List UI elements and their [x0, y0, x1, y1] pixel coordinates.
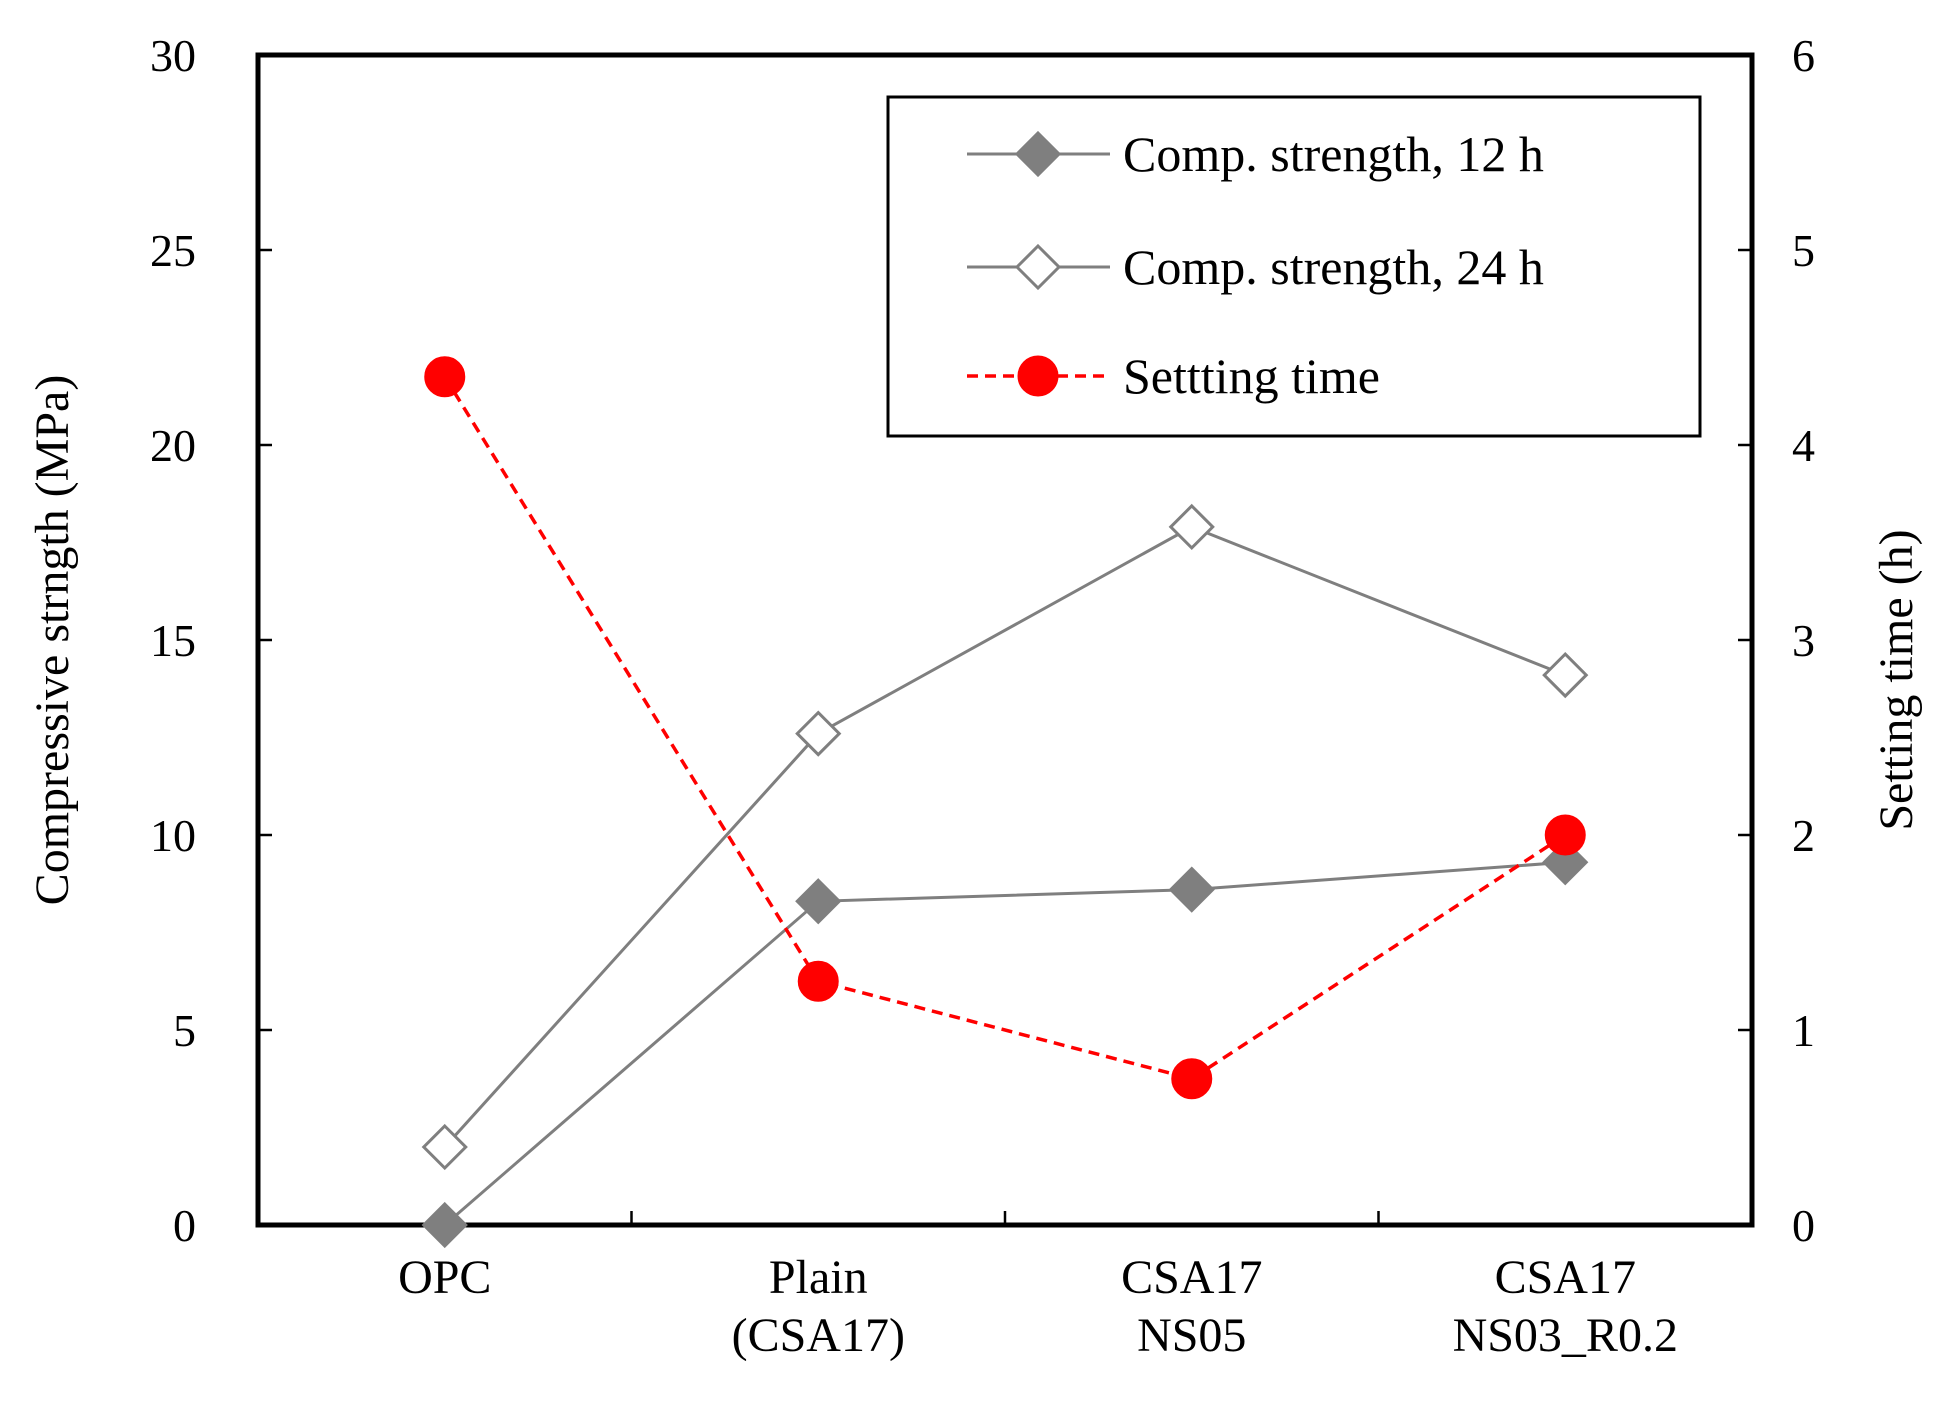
series-line: [443, 860, 1566, 1227]
legend-item: Comp. strength, 24 h: [967, 239, 1544, 295]
series-group: [421, 356, 1589, 1249]
data-point: [421, 1201, 468, 1249]
data-point: [795, 710, 842, 757]
data-point: [795, 878, 842, 925]
data-point: [1544, 814, 1586, 856]
y2-tick-label: 5: [1792, 225, 1815, 276]
x-tick-label: OPC: [398, 1251, 491, 1304]
y2-tick-label: 4: [1792, 420, 1815, 471]
y-tick-label: 10: [150, 810, 196, 861]
y2-tick-label: 0: [1792, 1200, 1815, 1251]
legend-label: Comp. strength, 24 h: [1123, 239, 1544, 295]
y2-tick-label: 1: [1792, 1005, 1815, 1056]
data-point: [1171, 1058, 1213, 1100]
legend-item: Comp. strength, 12 h: [967, 126, 1544, 182]
series-line: [443, 375, 1567, 1081]
y-tick-label: 25: [150, 225, 196, 276]
y-tick-label: 5: [173, 1005, 196, 1056]
data-point: [1168, 503, 1215, 551]
data-point: [421, 1123, 468, 1171]
data-point: [1542, 651, 1589, 699]
legend-label: Settting time: [1123, 348, 1380, 404]
x-tick-label: Plain(CSA17): [732, 1251, 905, 1362]
y-tick-label: 20: [150, 420, 196, 471]
y-tick-label: 0: [173, 1200, 196, 1251]
data-point: [1168, 866, 1215, 913]
series-3: [424, 356, 1586, 1100]
data-point: [424, 356, 466, 398]
legend-item: Settting time: [967, 348, 1380, 404]
legend-swatch-marker: [1014, 243, 1062, 291]
legend: Comp. strength, 12 h Comp. strength, 24 h…: [886, 95, 1702, 438]
y2-tick-label: 6: [1792, 30, 1815, 81]
y2-axis-title: Setting time (h): [1870, 529, 1923, 830]
y-tick-label: 30: [150, 30, 196, 81]
series-line: [443, 525, 1566, 1149]
y2-tick-label: 3: [1792, 615, 1815, 666]
y2-tick-label: 2: [1792, 810, 1815, 861]
series-2: [421, 503, 1589, 1171]
legend-swatch-marker: [1017, 355, 1059, 397]
series-1: [421, 839, 1589, 1249]
y-axis-title: Compressive strngth (MPa): [26, 375, 79, 906]
data-point: [797, 960, 839, 1002]
legend-swatch-marker: [1014, 130, 1062, 178]
legend-label: Comp. strength, 12 h: [1123, 126, 1544, 182]
y-tick-label: 15: [150, 615, 196, 666]
